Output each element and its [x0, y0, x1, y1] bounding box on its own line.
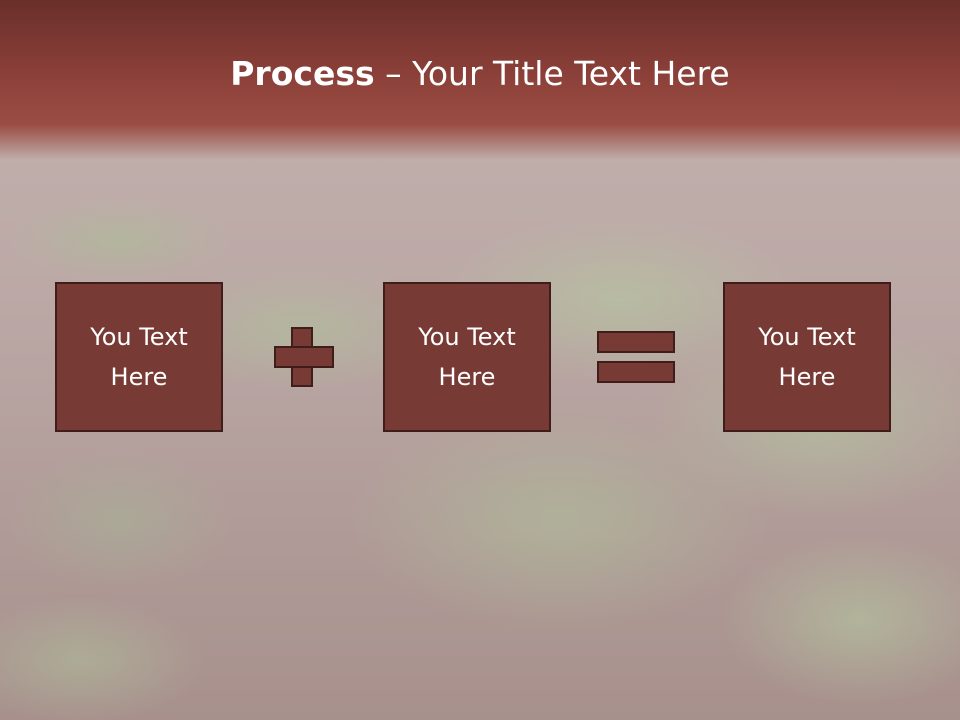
slide-title[interactable]: Process – Your Title Text Here [0, 52, 960, 96]
text-box-1-label: You Text Here [90, 323, 188, 391]
title-rest-text: – Your Title Text Here [374, 54, 730, 93]
text-box-3-label: You Text Here [758, 323, 856, 391]
text-box-2-label: You Text Here [418, 323, 516, 391]
title-band [0, 0, 960, 160]
text-box-2[interactable]: You Text Here [383, 282, 551, 432]
text-box-3[interactable]: You Text Here [723, 282, 891, 432]
text-box-1[interactable]: You Text Here [55, 282, 223, 432]
title-bold-text: Process [230, 54, 375, 93]
